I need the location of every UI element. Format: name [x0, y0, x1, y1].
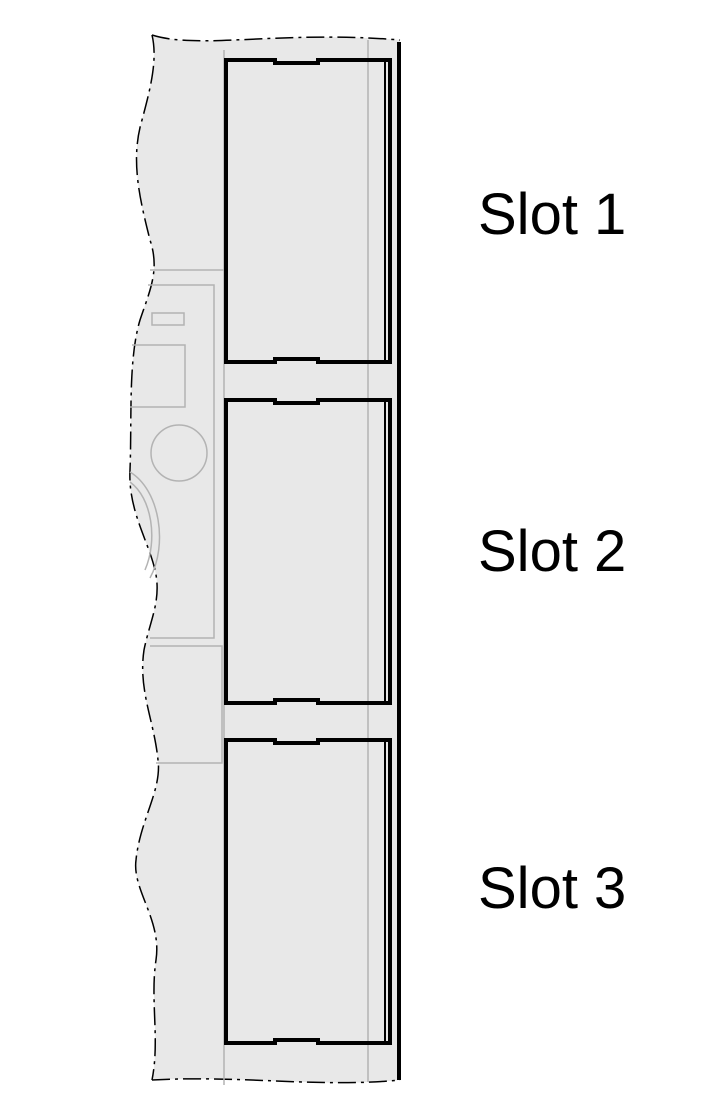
slot-1-card: [224, 58, 392, 364]
chassis-body: [129, 35, 400, 1083]
slot-3-label: Slot 3: [478, 856, 626, 921]
connector-port: [130, 344, 186, 408]
chassis-break-line-top: [151, 34, 401, 42]
round-connector-icon: [150, 424, 208, 482]
connector-tab: [151, 312, 185, 326]
chassis-break-line-bottom: [151, 1078, 401, 1084]
slot-2-label: Slot 2: [478, 519, 626, 584]
chassis-break-line-left: [129, 34, 160, 1081]
slot-3-card: [224, 738, 392, 1045]
slot-1-label: Slot 1: [478, 182, 626, 247]
slot-2-card: [224, 398, 392, 705]
side-connector-panel: [129, 269, 224, 764]
